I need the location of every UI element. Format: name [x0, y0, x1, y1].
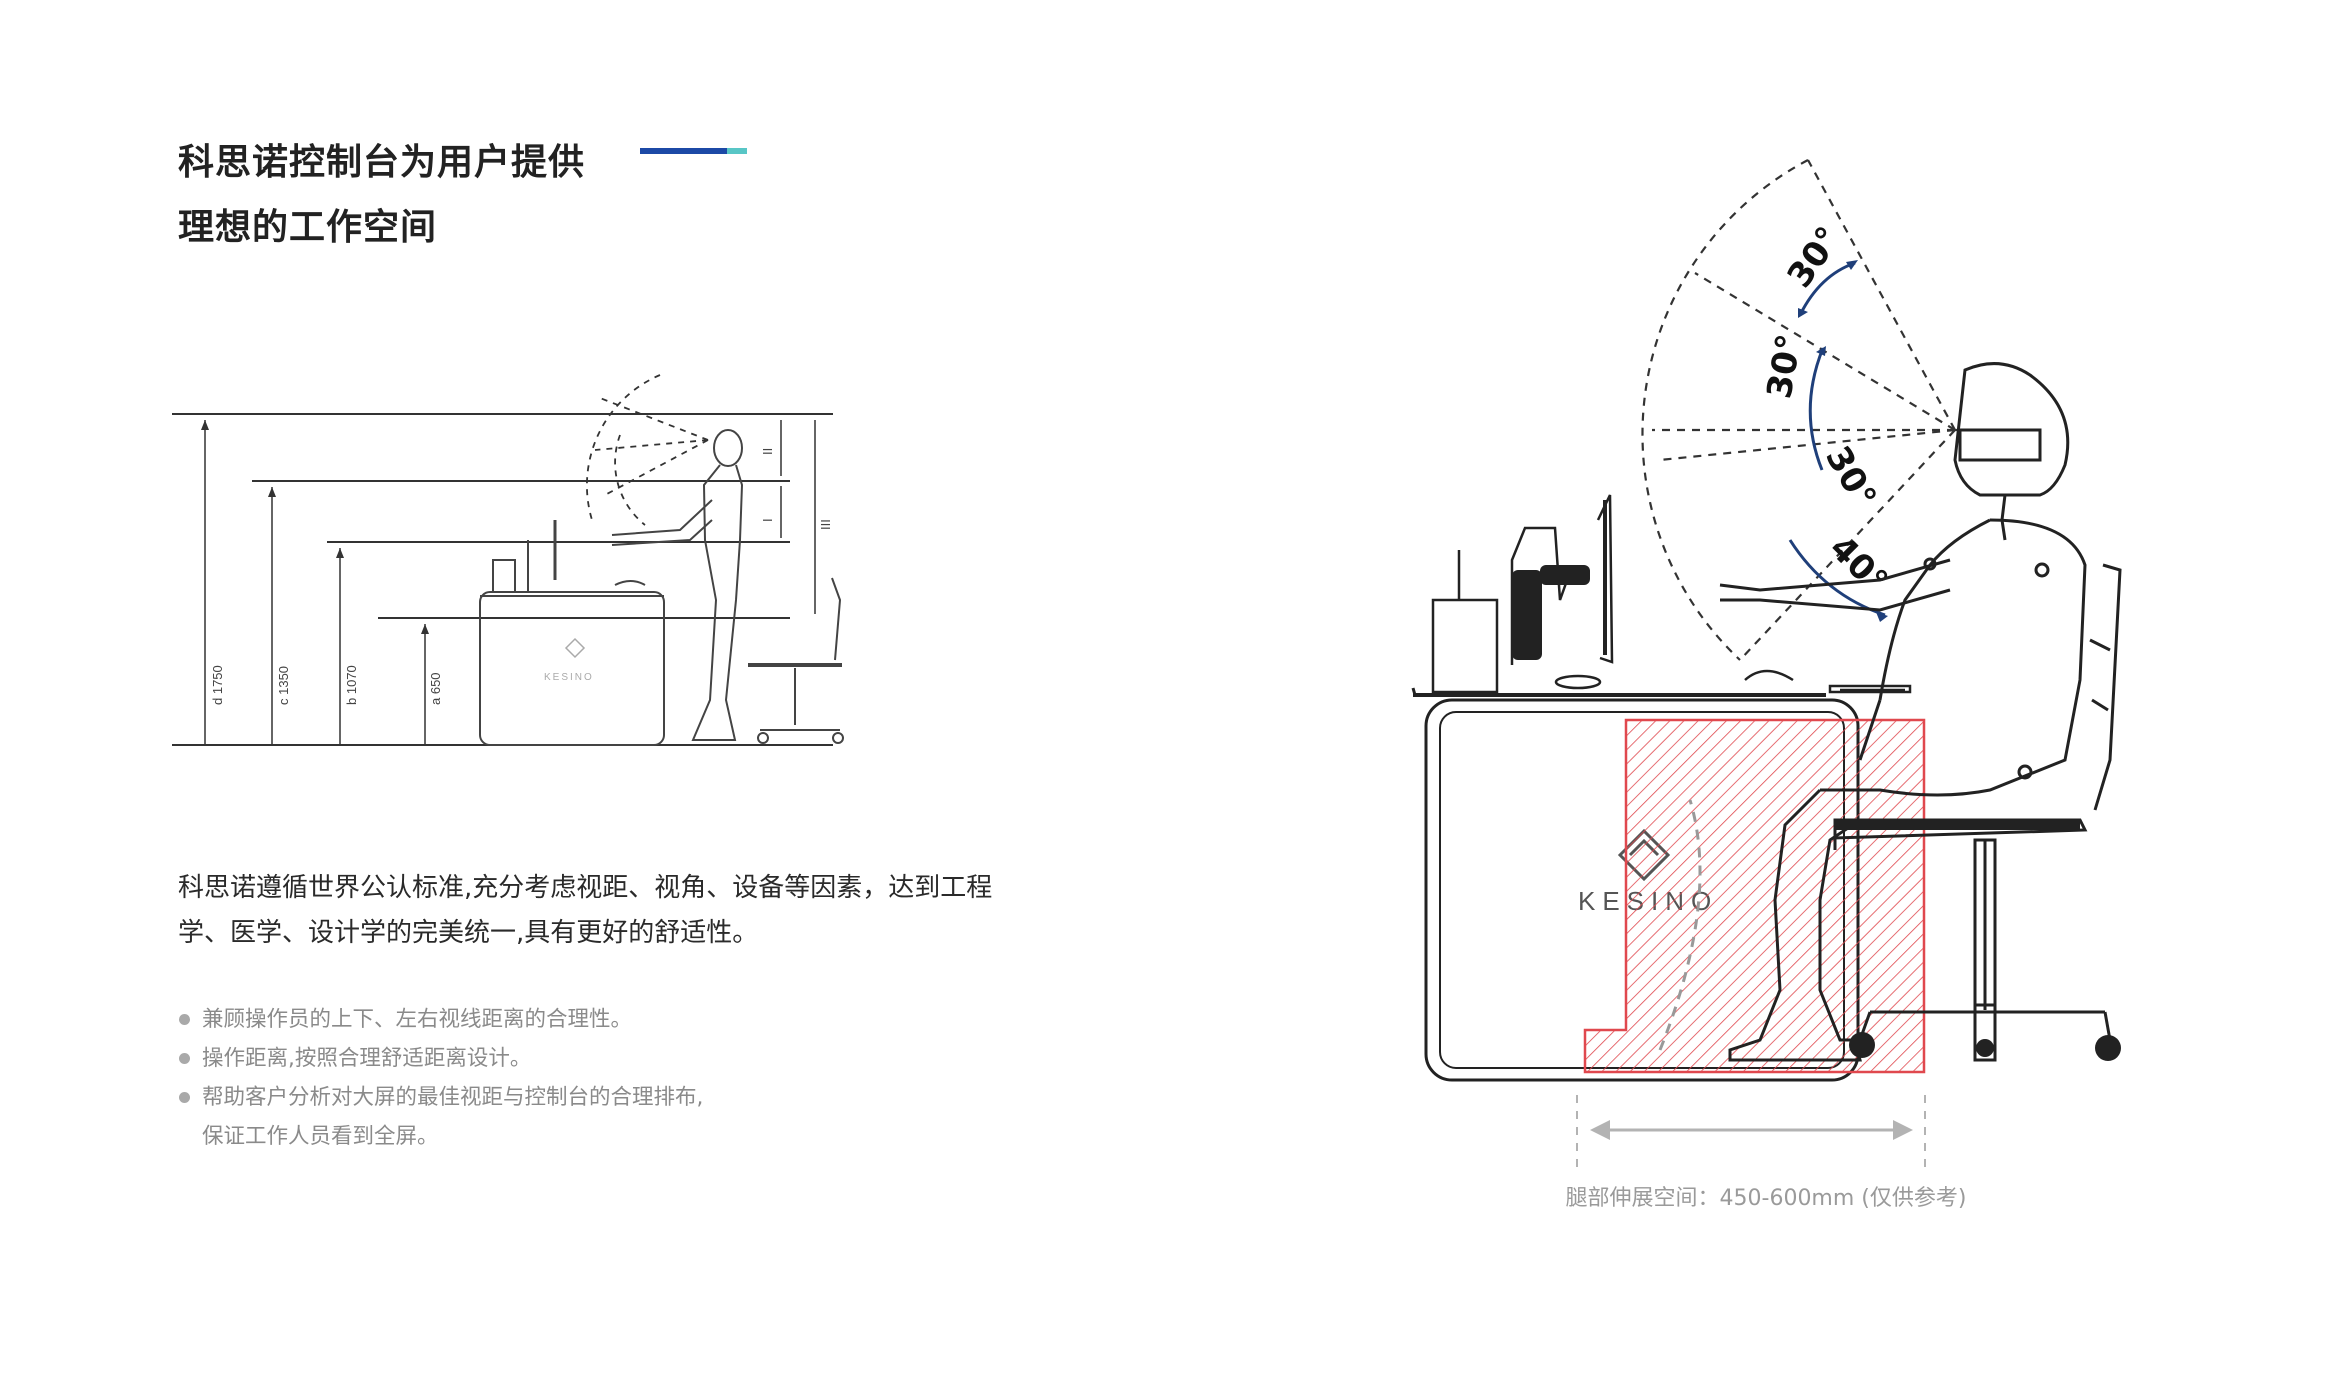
standing-dimension-diagram: d 1750 c 1350 b 1070 a 650 II I III KESI… [172, 374, 844, 746]
bullet-dot-icon [179, 1092, 190, 1103]
bullet-dot-icon [179, 1053, 190, 1064]
feature-text: 保证工作人员看到全屏。 [202, 1124, 439, 1149]
zone-label-i: I [760, 518, 775, 522]
feature-list: 兼顾操作员的上下、左右视线距离的合理性。 操作距离,按照合理舒适距离设计。 帮助… [178, 1000, 878, 1156]
feature-text: 兼顾操作员的上下、左右视线距离的合理性。 [202, 1007, 633, 1032]
dim-label-d: d 1750 [210, 665, 225, 705]
small-desk-brand: KESINO [544, 672, 594, 683]
feature-text: 操作距离,按照合理舒适距离设计。 [202, 1046, 532, 1071]
zone-label-iii: III [818, 519, 833, 530]
dim-label-a: a 650 [428, 672, 443, 705]
zone-label-ii: II [760, 448, 775, 455]
angle-label-30-lower: 30° [1817, 440, 1884, 516]
dim-label-b: b 1070 [344, 665, 359, 705]
seated-ergonomic-diagram: 30° 30° 30° 40° KESINO [1411, 159, 2122, 1170]
bullet-dot-icon [179, 1014, 190, 1025]
description-paragraph: 科思诺遵循世界公认标准,充分考虑视距、视角、设备等因素，达到工程学、医学、设计学… [178, 873, 993, 948]
page-title-line-1: 科思诺控制台为用户提供 [178, 142, 586, 183]
dim-label-c: c 1350 [276, 666, 291, 705]
accent-bar-cyan [727, 148, 747, 154]
angle-label-40: 40° [1822, 528, 1896, 602]
page-title-line-2: 理想的工作空间 [178, 207, 438, 248]
feature-item: 帮助客户分析对大屏的最佳视距与控制台的合理排布, [178, 1078, 878, 1117]
feature-item: 兼顾操作员的上下、左右视线距离的合理性。 [178, 1000, 878, 1039]
leg-space-caption: 腿部伸展空间：450-600mm (仅供参考) [1565, 1186, 1967, 1211]
leg-space-zone [1583, 718, 1926, 1074]
feature-text: 帮助客户分析对大屏的最佳视距与控制台的合理排布, [202, 1085, 704, 1110]
feature-item: 操作距离,按照合理舒适距离设计。 [178, 1039, 878, 1078]
feature-item-continuation: 保证工作人员看到全屏。 [178, 1117, 878, 1156]
angle-label-30-upper: 30° [1759, 331, 1810, 401]
accent-bar-blue [640, 148, 727, 154]
angle-label-30-top: 30° [1780, 220, 1850, 296]
